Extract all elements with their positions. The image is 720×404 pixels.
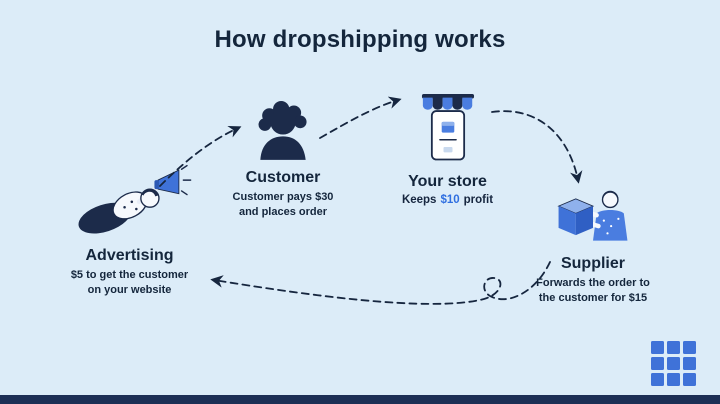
store-description: Keeps $10 profit (375, 194, 520, 206)
logo-square (651, 373, 664, 386)
supplier-description: Forwards the order to the customer for $… (536, 277, 650, 304)
store-desc-suffix: profit (463, 194, 494, 206)
store-desc-prefix: Keeps (401, 194, 437, 206)
advertising-label: Advertising (85, 247, 174, 264)
grid-logo (651, 341, 696, 386)
page-title: How dropshipping works (214, 26, 506, 53)
node-customer: Customer Customer pays $30 and places or… (203, 100, 363, 219)
logo-square (651, 357, 664, 370)
advertising-description: $5 to get the customer on your website (70, 269, 189, 296)
storefront-icon (375, 94, 520, 169)
store-desc-profit-amount: $10 (440, 194, 460, 206)
logo-square (667, 373, 680, 386)
store-label: Your store (408, 173, 487, 190)
supplier-box-icon (513, 188, 673, 251)
logo-square (651, 341, 664, 354)
logo-square (667, 341, 680, 354)
logo-square (683, 341, 696, 354)
megaphone-person-icon (32, 162, 227, 243)
customer-label: Customer (245, 169, 321, 186)
node-advertising: Advertising $5 to get the customer on yo… (32, 162, 227, 297)
node-your-store: Your store Keeps $10 profit (375, 94, 520, 206)
supplier-label: Supplier (560, 255, 625, 272)
footer-bar (0, 395, 720, 404)
customer-description: Customer pays $30 and places order (232, 191, 334, 218)
customer-silhouette-icon (203, 100, 363, 165)
logo-square (683, 357, 696, 370)
node-supplier: Supplier Forwards the order to the custo… (513, 188, 673, 305)
arrow-supplier-to-advertising (210, 261, 551, 305)
logo-square (667, 357, 680, 370)
logo-square (683, 373, 696, 386)
